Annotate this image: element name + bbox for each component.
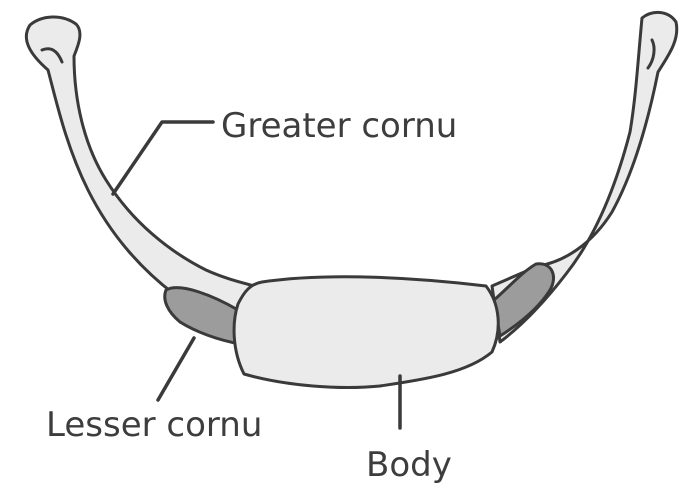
lesser-cornu-label: Lesser cornu [46,405,262,445]
greater-cornu-label: Greater cornu [221,106,457,146]
lesser-cornu-right [494,264,554,336]
greater-cornu-left [26,17,262,322]
lesser-cornu-leader-line [158,338,194,400]
hyoid-body [234,277,498,388]
body-label: Body [366,445,452,485]
greater-cornu-leader-line [113,122,213,194]
